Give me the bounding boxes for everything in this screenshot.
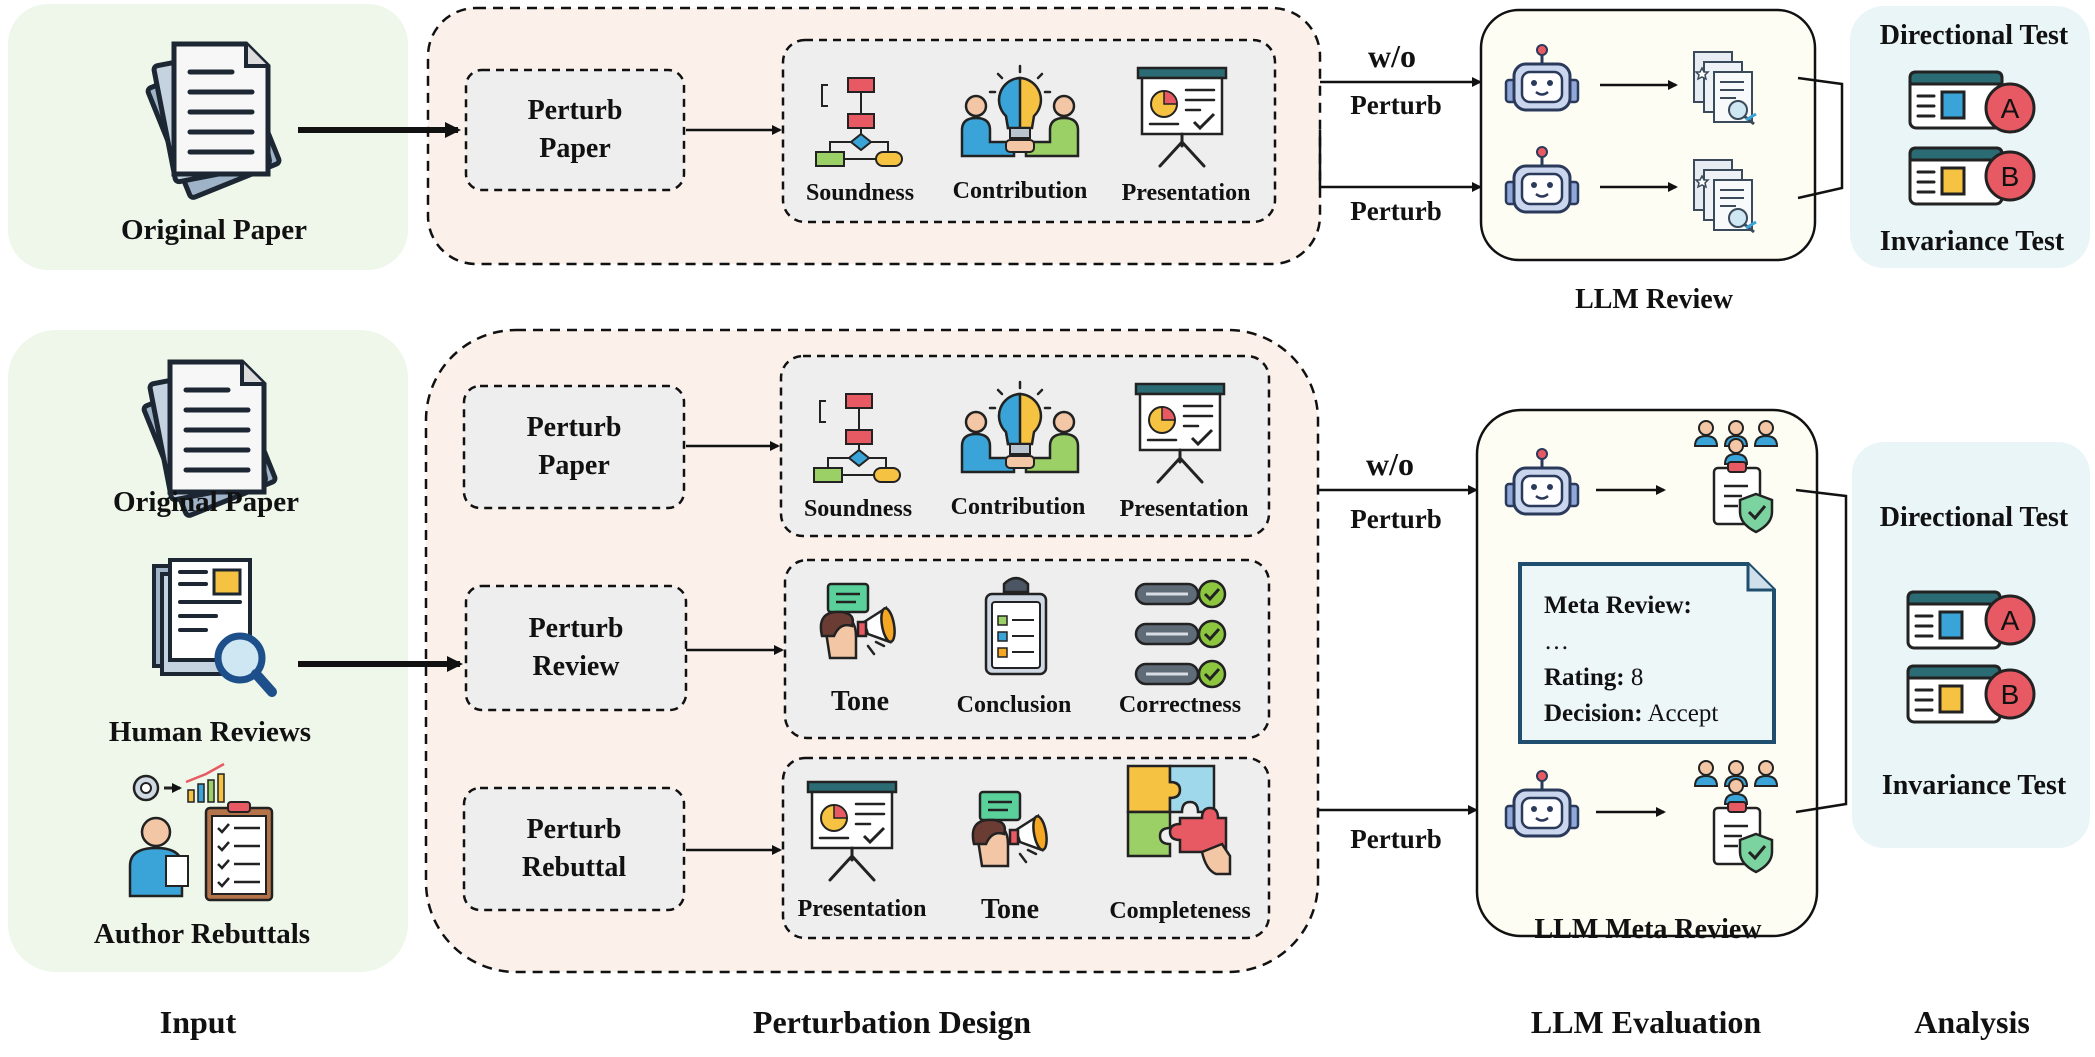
aspect-soundness-top: Soundness: [805, 180, 915, 206]
meta-review-decision: Decision: Accept: [1544, 700, 1719, 727]
browser-ab-icon: B: [1908, 146, 2036, 206]
perturb-review-box: [464, 584, 688, 712]
meta-review-ellipsis: …: [1544, 628, 1569, 655]
invariance-test-label-top: Invariance Test: [1879, 226, 2065, 257]
perturb-rebuttal-box: [462, 786, 686, 912]
arrow-perturb-top: [1318, 130, 1482, 192]
perturb-paper-box-top: [464, 68, 686, 192]
checklist-bars-icon: [1134, 579, 1227, 689]
aspect-tone: Tone: [830, 686, 890, 717]
paper-word: Paper: [539, 133, 611, 164]
perturb-word: Perturb: [526, 814, 622, 845]
badge-b: B: [2001, 161, 2020, 192]
wo-perturb-label-bottom: Perturb: [1350, 504, 1442, 534]
rebuttal-word: Rebuttal: [521, 852, 627, 883]
invariance-test-label-bottom: Invariance Test: [1881, 770, 2067, 801]
perturb-word: Perturb: [528, 613, 624, 644]
perturb-word: Perturb: [527, 95, 623, 126]
llm-review-panel: [1479, 8, 1817, 262]
wo-perturb-label-top: Perturb: [1350, 90, 1442, 120]
aspect-soundness: Soundness: [803, 496, 913, 522]
column-label-analysis: Analysis: [1914, 1004, 2030, 1040]
aspect-tone-rebuttal: Tone: [980, 894, 1040, 925]
input-label-human-reviews: Human Reviews: [108, 716, 312, 748]
meta-review-note: [1518, 562, 1776, 744]
browser-ab-icon: A: [1908, 70, 2036, 134]
perturb-paper-box-bottom: [462, 384, 686, 510]
bracket-bottom: [1795, 488, 1848, 814]
meta-review-text: Meta Review: … Rating: 8 Decision: Accep…: [1544, 588, 1754, 732]
llm-review-label: LLM Review: [1575, 284, 1733, 315]
llm-meta-review-label: LLM Meta Review: [1534, 914, 1762, 945]
input-label-original-paper-top: Original Paper: [120, 214, 308, 246]
perturb-review-label: Perturb Review: [466, 586, 686, 710]
perturb-label-bottom: Perturb: [1350, 824, 1442, 854]
perturb-paper-label-bottom: Perturb Paper: [464, 386, 684, 508]
paper-word: Paper: [538, 450, 610, 481]
column-label-perturbation-design: Perturbation Design: [752, 1004, 1032, 1040]
aspect-contribution: Contribution: [950, 494, 1086, 520]
column-label-llm-evaluation: LLM Evaluation: [1530, 1004, 1762, 1040]
directional-test-label-bottom: Directional Test: [1879, 502, 2069, 533]
bracket-top: [1797, 76, 1844, 200]
aspect-conclusion: Conclusion: [956, 692, 1072, 718]
input-label-author-rebuttals: Author Rebuttals: [93, 918, 311, 950]
input-label-original-paper: Original Paper: [112, 486, 300, 518]
aspect-contribution-top: Contribution: [952, 178, 1088, 204]
wo-label-top: w/o: [1368, 38, 1416, 74]
aspect-presentation-top: Presentation: [1121, 180, 1251, 206]
badge-a: A: [2001, 93, 2020, 124]
aspect-correctness: Correctness: [1118, 692, 1242, 718]
column-label-input: Input: [159, 1004, 237, 1040]
badge-b: B: [2001, 679, 2020, 710]
badge-a: A: [2001, 605, 2020, 636]
browser-ab-icon: B: [1906, 664, 2036, 724]
perturb-word: Perturb: [526, 412, 622, 443]
review-word: Review: [532, 651, 620, 682]
perturb-rebuttal-label: Perturb Rebuttal: [464, 788, 684, 910]
perturb-paper-label-top: Perturb Paper: [466, 70, 684, 190]
meta-review-title: Meta Review:: [1544, 592, 1692, 619]
aspect-presentation-rebuttal: Presentation: [797, 896, 927, 922]
directional-test-label-top: Directional Test: [1879, 20, 2069, 51]
browser-ab-icon: A: [1906, 590, 2036, 650]
aspect-completeness: Completeness: [1109, 898, 1251, 924]
aspect-presentation: Presentation: [1119, 496, 1249, 522]
wo-label-bottom: w/o: [1366, 446, 1414, 482]
meta-review-rating: Rating: 8: [1544, 664, 1644, 691]
perturb-label-top: Perturb: [1350, 196, 1442, 226]
